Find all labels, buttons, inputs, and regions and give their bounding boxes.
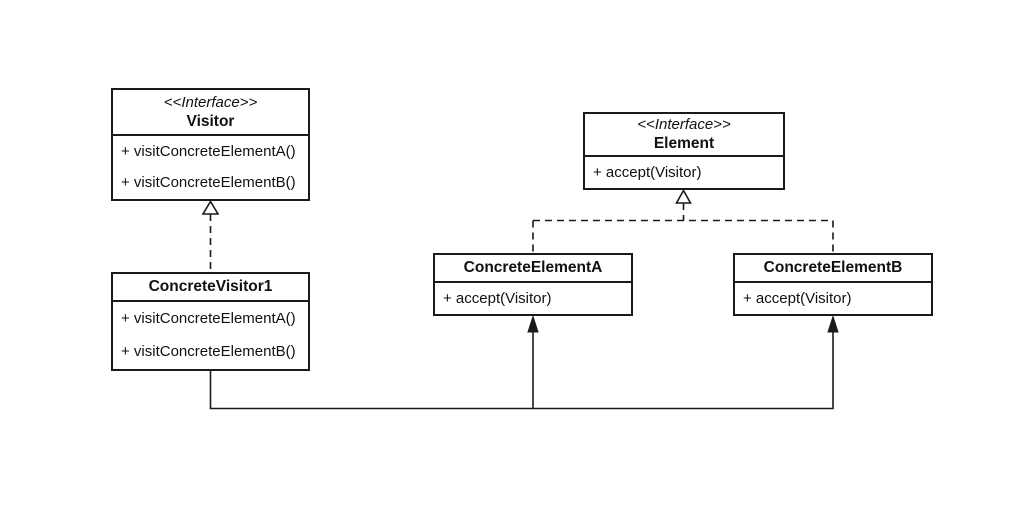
- class-name: ConcreteVisitor1: [148, 278, 273, 295]
- class-name: Element: [653, 135, 715, 152]
- method-label: + visitConcreteElementA(): [121, 142, 296, 160]
- method-label: + accept(Visitor): [443, 289, 552, 307]
- class-name: ConcreteElementB: [763, 259, 903, 276]
- method-label: + visitConcreteElementA(): [121, 309, 296, 327]
- class-header-visitor: <<Interface>> Visitor: [113, 90, 308, 136]
- class-box-element: <<Interface>> Element + accept(Visitor): [583, 112, 785, 190]
- class-header-concrete-visitor1: ConcreteVisitor1: [113, 274, 308, 302]
- class-header-element: <<Interface>> Element: [585, 114, 783, 157]
- stereotype-label: <<Interface>>: [163, 93, 258, 111]
- class-header-concrete-element-a: ConcreteElementA: [435, 255, 631, 283]
- class-box-concrete-element-a: ConcreteElementA + accept(Visitor): [433, 253, 633, 316]
- class-methods-visitor: + visitConcreteElementA() + visitConcret…: [113, 136, 308, 199]
- class-box-concrete-element-b: ConcreteElementB + accept(Visitor): [733, 253, 933, 316]
- class-methods-concrete-element-a: + accept(Visitor): [435, 283, 631, 314]
- method-label: + visitConcreteElementB(): [121, 343, 296, 361]
- class-name: Visitor: [186, 112, 235, 130]
- class-box-concrete-visitor1: ConcreteVisitor1 + visitConcreteElementA…: [111, 272, 310, 371]
- method-label: + accept(Visitor): [593, 163, 702, 181]
- method-label: + accept(Visitor): [743, 289, 852, 307]
- class-methods-element: + accept(Visitor): [585, 157, 783, 188]
- dependency-arrowhead-icon: [527, 314, 539, 333]
- realization-arrowhead-icon: [201, 199, 220, 215]
- stereotype-label: <<Interface>>: [637, 116, 731, 133]
- class-header-concrete-element-b: ConcreteElementB: [735, 255, 931, 283]
- dependency-arrowhead-icon: [827, 314, 839, 333]
- class-methods-concrete-element-b: + accept(Visitor): [735, 283, 931, 314]
- class-methods-concrete-visitor1: + visitConcreteElementA() + visitConcret…: [113, 302, 308, 369]
- method-label: + visitConcreteElementB(): [121, 174, 296, 192]
- realization-arrowhead-icon: [675, 188, 692, 204]
- class-box-visitor: <<Interface>> Visitor + visitConcreteEle…: [111, 88, 310, 201]
- class-name: ConcreteElementA: [463, 259, 603, 276]
- dependency-line-main: [209, 330, 834, 410]
